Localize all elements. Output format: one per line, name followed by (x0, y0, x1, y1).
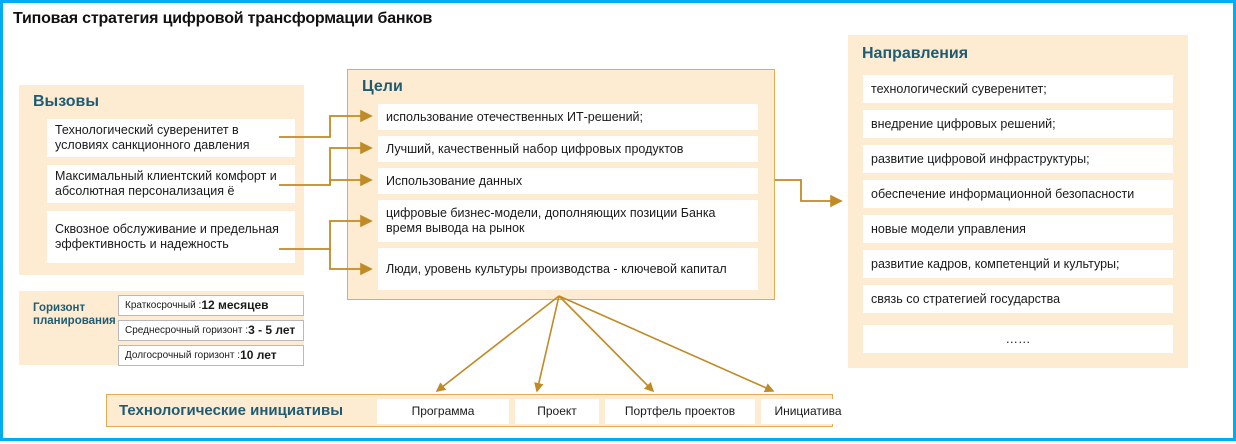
horizon-heading: Горизонт планирования (33, 302, 116, 327)
initiative-item-portfel[interactable]: Портфель проектов (605, 399, 755, 424)
challenge-item-2[interactable]: Максимальный клиентский комфорт и абсолю… (47, 165, 295, 203)
horizon-row-short-label: Краткосрочный : (125, 300, 202, 311)
goal-item-1[interactable]: использование отечественных ИТ-решений; (378, 104, 758, 130)
horizon-row-mid[interactable]: Среднесрочный горизонт : 3 - 5 лет (118, 320, 304, 341)
connector-fan-proekt (534, 295, 560, 393)
direction-item-3[interactable]: развитие цифровой инфраструктуры; (863, 145, 1173, 173)
directions-heading: Направления (862, 45, 969, 62)
connector-fan-portfel (558, 295, 655, 393)
direction-item-6[interactable]: развитие кадров, компетенций и культуры; (863, 250, 1173, 278)
horizon-row-mid-value: 3 - 5 лет (248, 323, 296, 337)
challenges-panel: Вызовы Технологический суверенитет в усл… (19, 85, 304, 275)
goals-heading: Цели (362, 78, 403, 95)
connector-fan-programma (435, 295, 560, 392)
direction-item-2[interactable]: внедрение цифровых решений; (863, 110, 1173, 138)
initiatives-heading: Технологические инициативы (119, 402, 344, 419)
connector-fan-iniciativa (558, 295, 775, 393)
goal-item-3[interactable]: Использование данных (378, 168, 758, 194)
horizon-row-short[interactable]: Краткосрочный : 12 месяцев (118, 295, 304, 316)
page-title: Типовая стратегия цифровой трансформации… (13, 10, 433, 27)
direction-item-4[interactable]: обеспечение информационной безопасности (863, 180, 1173, 208)
goal-item-5[interactable]: Люди, уровень культуры производства - кл… (378, 248, 758, 290)
challenges-heading: Вызовы (33, 93, 100, 110)
initiatives-panel: Технологические инициативы Программа Про… (106, 394, 855, 427)
goals-panel: Цели использование отечественных ИТ-реше… (347, 69, 775, 300)
planning-horizon-panel: Горизонт планирования Краткосрочный : 12… (19, 291, 304, 366)
challenge-item-3[interactable]: Сквозное обслуживание и предельная эффек… (47, 211, 295, 263)
connector-goals-to-directions (775, 179, 843, 208)
horizon-row-short-value: 12 месяцев (201, 298, 269, 312)
initiative-item-iniciativa[interactable]: Инициатива (761, 399, 855, 424)
horizon-row-long-label: Долгосрочный горизонт : (125, 350, 241, 361)
goals-to-initiatives-fan (435, 295, 775, 393)
horizon-row-long[interactable]: Долгосрочный горизонт : 10 лет (118, 345, 304, 366)
challenge-item-1[interactable]: Технологический суверенитет в условиях с… (47, 119, 295, 157)
horizon-row-mid-label: Среднесрочный горизонт : (125, 325, 249, 336)
goal-item-4[interactable]: цифровые бизнес-модели, дополняющих пози… (378, 200, 758, 242)
direction-item-1[interactable]: технологический суверенитет; (863, 75, 1173, 103)
horizon-row-long-value: 10 лет (240, 348, 277, 362)
initiative-item-programma[interactable]: Программа (377, 399, 509, 424)
initiative-item-proekt[interactable]: Проект (515, 399, 599, 424)
direction-item-8[interactable]: …… (863, 325, 1173, 353)
direction-item-5[interactable]: новые модели управления (863, 215, 1173, 243)
goal-item-2[interactable]: Лучший, качественный набор цифровых прод… (378, 136, 758, 162)
directions-panel: Направления технологический суверенитет;… (848, 35, 1188, 368)
direction-item-7[interactable]: связь со стратегией государства (863, 285, 1173, 313)
